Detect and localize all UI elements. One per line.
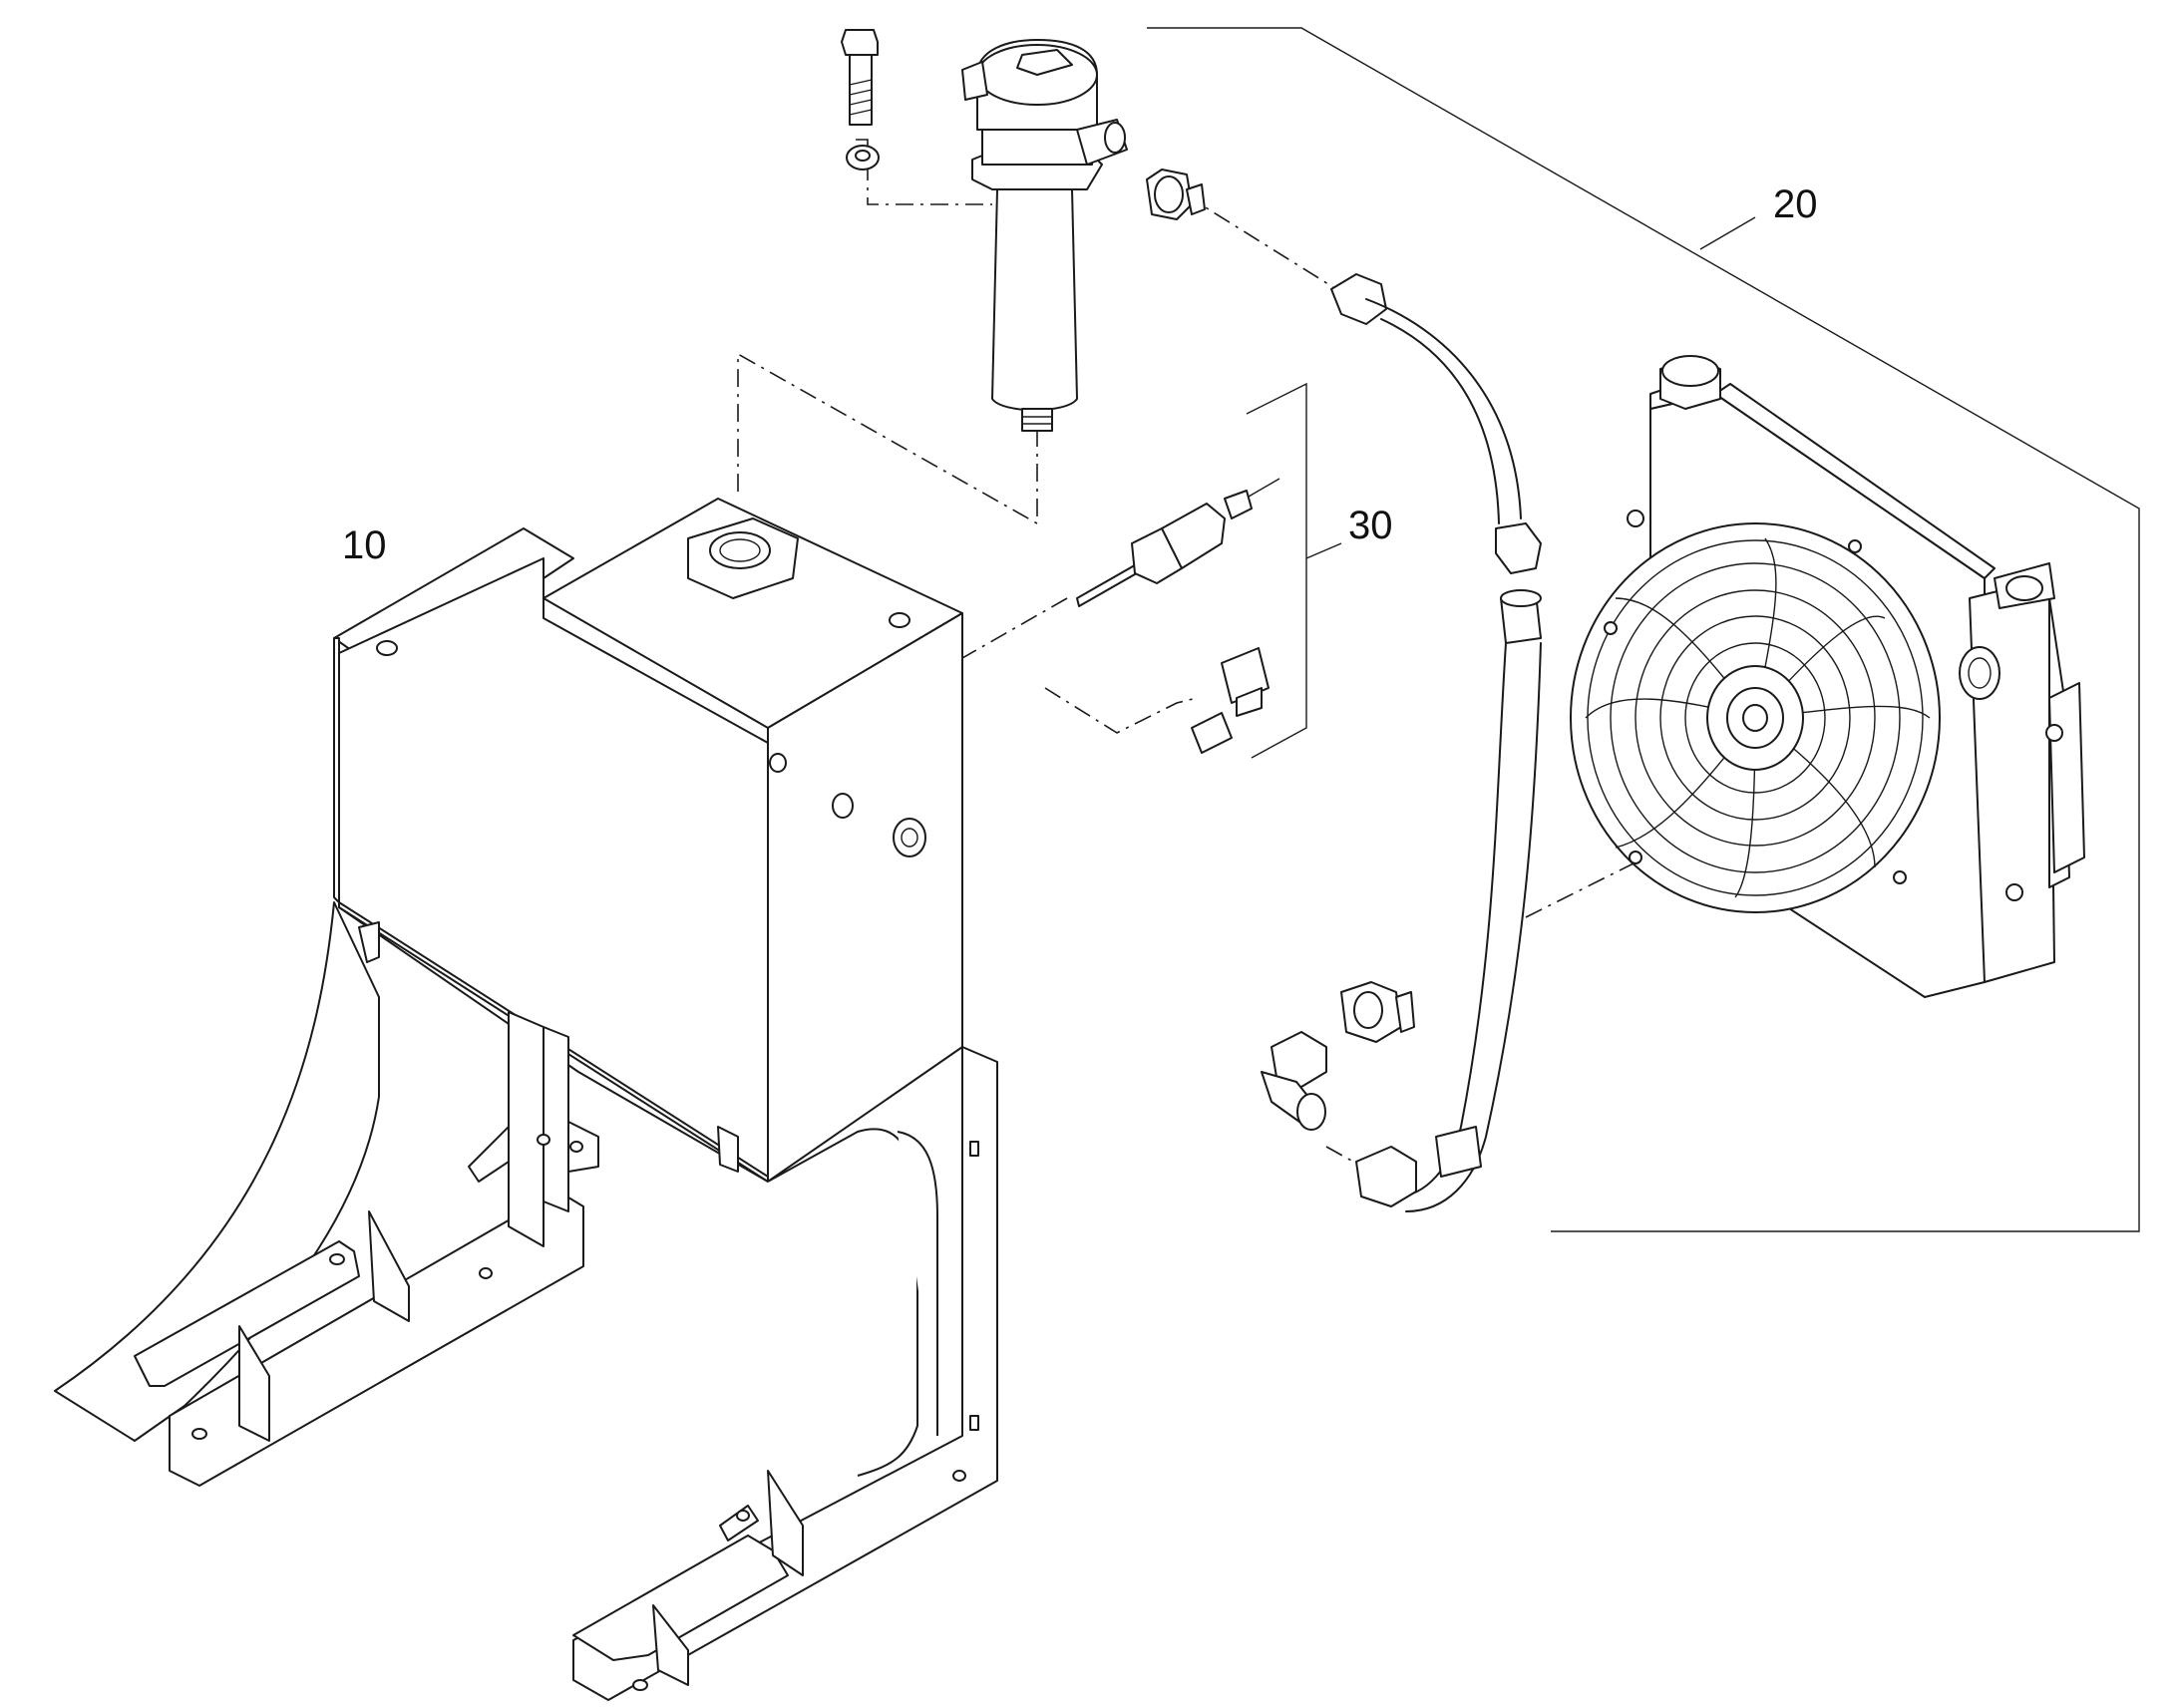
filler-plug — [1659, 355, 1721, 410]
elbow-fitting-top — [1146, 169, 1206, 220]
temperature-sensor — [1076, 478, 1280, 607]
cooler-outlet-port — [1959, 646, 2000, 700]
right-foot-rail — [572, 1535, 789, 1661]
cooler-side-tank — [1969, 577, 2055, 983]
mounting-bolt — [841, 29, 879, 126]
fitting-elbow-2 — [1261, 1031, 1327, 1131]
temp-port — [832, 793, 854, 819]
filter-bowl — [991, 188, 1078, 412]
tank-right-leg — [572, 1046, 998, 1701]
label-item-30: 30 — [1348, 504, 1393, 547]
callout-bracket-20 — [1147, 27, 2140, 1232]
cooling-fan — [1570, 522, 1941, 913]
bolt-washer — [846, 145, 880, 171]
callout-bracket-30 — [1246, 382, 1342, 759]
return-filter-assembly — [841, 29, 1128, 432]
left-foot-rail — [134, 1240, 360, 1387]
fitting-adapter-1 — [1340, 981, 1415, 1043]
label-item-20: 20 — [1773, 182, 1818, 226]
oil-cooler-assembly — [1570, 355, 2085, 998]
hydraulic-hose-lower — [1355, 589, 1542, 1212]
drain-port — [893, 818, 926, 857]
left-vertical-strut — [508, 1011, 545, 1247]
pressure-switch — [1191, 647, 1270, 754]
hydraulic-tank-assembly — [54, 498, 998, 1701]
hydraulic-hose-upper — [1330, 273, 1542, 574]
label-item-10: 10 — [342, 523, 387, 567]
